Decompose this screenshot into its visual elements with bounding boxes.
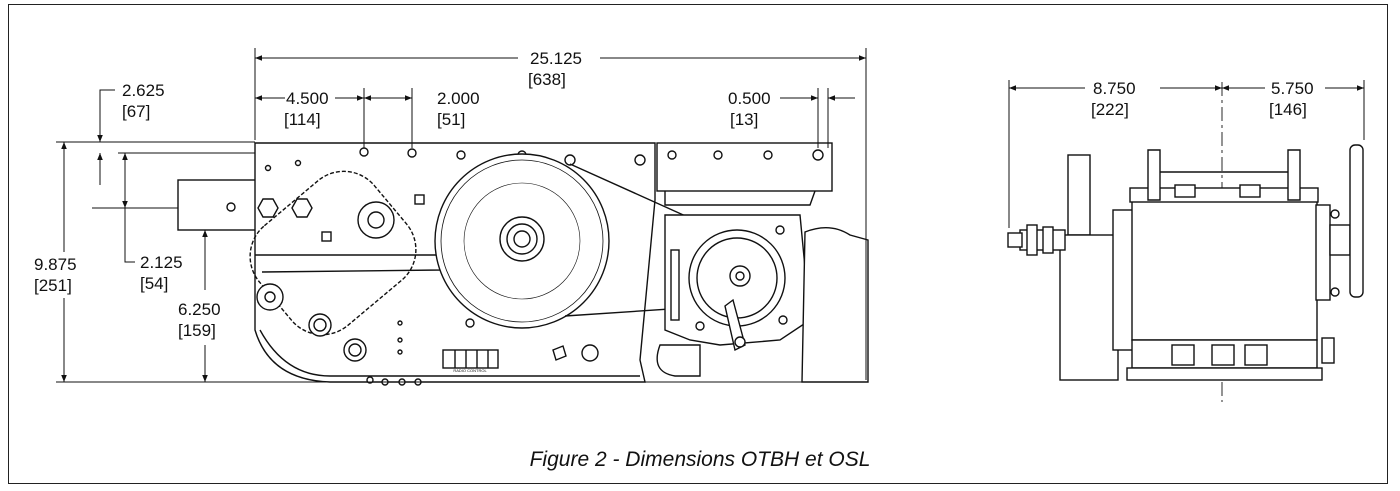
hex-nut — [291, 198, 313, 218]
dim-rail-height-metric: [159] — [178, 321, 216, 340]
rail — [177, 179, 259, 231]
spring — [670, 249, 680, 321]
gear-wheel — [1349, 144, 1364, 298]
hex-nut — [257, 198, 279, 218]
dim-rail-height: 6.250 — [178, 300, 221, 319]
dim-side-right-metric: [146] — [1269, 100, 1307, 119]
dim-end-offset: 0.500 — [728, 89, 771, 108]
dim-overall-length-metric: [638] — [528, 70, 566, 89]
front-view: RADIO CONTROL — [177, 142, 869, 386]
bracket-post — [1067, 154, 1091, 236]
dim-end-offset-metric: [13] — [730, 110, 758, 129]
dimension-labels: 25.125 [638] 2.625 [67] 4.500 [114] 2.00… — [34, 49, 1314, 340]
dimension-lines — [56, 48, 1365, 383]
terminal-block — [442, 349, 499, 369]
dim-rail-offset: 2.125 — [140, 253, 183, 272]
left-housing — [1059, 234, 1119, 381]
dim-offset-top-metric: [67] — [122, 102, 150, 121]
dim-first-hole-metric: [114] — [284, 110, 321, 129]
side-view — [1007, 82, 1364, 402]
figure-caption: Figure 2 - Dimensions OTBH et OSL — [529, 448, 871, 471]
motor-body — [1131, 199, 1318, 341]
dim-overall-length: 25.125 — [530, 49, 582, 68]
dim-hole-spacing-metric: [51] — [437, 110, 465, 129]
dim-first-hole: 4.500 — [286, 89, 329, 108]
dim-offset-top: 2.625 — [122, 81, 165, 100]
dim-side-right: 5.750 — [1271, 79, 1314, 98]
dim-overall-height: 9.875 — [34, 255, 77, 274]
motor-mount — [656, 142, 833, 192]
dim-rail-offset-metric: [54] — [140, 274, 168, 293]
limit-switch-housing — [801, 227, 869, 383]
dim-overall-height-metric: [251] — [34, 276, 72, 295]
radio-control-label: RADIO CONTROL — [453, 368, 487, 373]
dim-hole-spacing: 2.000 — [437, 89, 480, 108]
dim-side-left-metric: [222] — [1091, 100, 1129, 119]
dim-side-left: 8.750 — [1093, 79, 1136, 98]
